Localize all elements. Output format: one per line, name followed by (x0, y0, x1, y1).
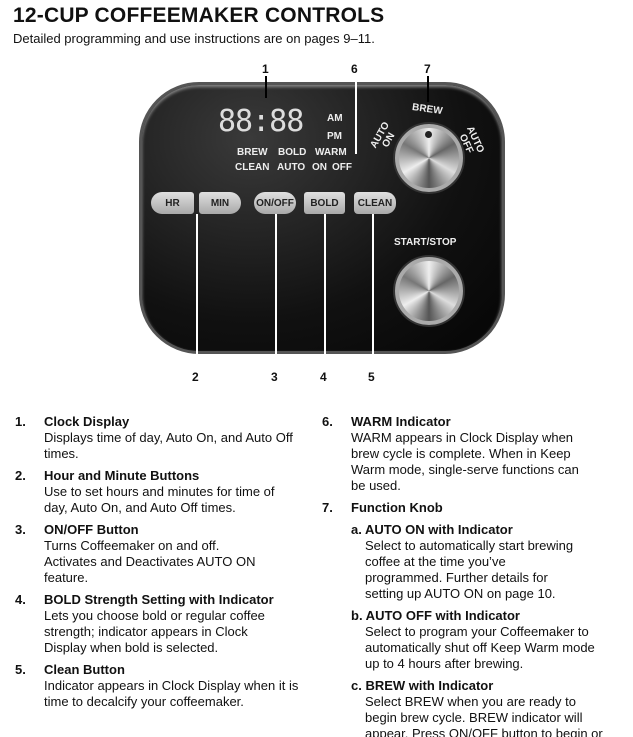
callout-3: 3 (271, 370, 278, 384)
item-number: 5. (15, 662, 26, 677)
item-number: 4. (15, 592, 26, 607)
callout-1: 1 (262, 62, 269, 76)
callout-line-3 (275, 214, 277, 364)
callout-7: 7 (424, 62, 431, 76)
callout-line-4 (324, 214, 326, 364)
item-title: WARM Indicator (351, 414, 451, 429)
subitem-title: b. AUTO OFF with Indicator (351, 608, 520, 623)
item-number: 7. (322, 500, 333, 515)
auto-indicator: AUTO (277, 162, 306, 173)
callout-line-7 (427, 76, 429, 102)
item-desc: Displays time of day, Auto On, and Auto … (44, 430, 293, 461)
hr-button[interactable]: HR (151, 192, 194, 214)
callout-6: 6 (351, 62, 358, 76)
callout-4: 4 (320, 370, 327, 384)
am-indicator: AM (327, 113, 343, 124)
subitem-title: c. BREW with Indicator (351, 678, 494, 693)
callout-2: 2 (192, 370, 199, 384)
item-title: Clock Display (44, 414, 130, 429)
callout-line-2 (196, 214, 198, 364)
subitem-desc: Select to program your Coffeemaker to au… (365, 624, 595, 671)
subitem-desc: Select to automatically start brewing co… (365, 538, 574, 601)
item-title: ON/OFF Button (44, 522, 139, 537)
item-desc: Indicator appears in Clock Display when … (44, 678, 299, 709)
function-knob[interactable] (395, 124, 463, 192)
callout-line-1 (265, 76, 267, 98)
page-subtitle: Detailed programming and use instruction… (13, 31, 375, 46)
item-desc: Use to set hours and minutes for time of… (44, 484, 275, 515)
knob-indicator-dot (425, 131, 432, 138)
clean-button[interactable]: CLEAN (354, 192, 396, 214)
subitem-title: a. AUTO ON with Indicator (351, 522, 513, 537)
item-desc: Lets you choose bold or regular coffee s… (44, 608, 265, 655)
item-title: Hour and Minute Buttons (44, 468, 200, 483)
list-item: 7. Function Knob (322, 500, 622, 516)
min-button[interactable]: MIN (199, 192, 241, 214)
clock-display: 88:88 (218, 104, 304, 139)
page-title: 12-CUP COFFEEMAKER CONTROLS (13, 4, 385, 27)
callout-line-6 (355, 76, 357, 154)
bold-indicator: BOLD (278, 147, 307, 158)
off-indicator: OFF (332, 162, 352, 173)
warm-indicator: WARM (315, 147, 347, 158)
bold-button[interactable]: BOLD (304, 192, 345, 214)
item-desc: Turns Coffeemaker on and off. Activates … (44, 538, 256, 585)
callout-line-5 (372, 214, 374, 364)
item-title: Function Knob (351, 500, 443, 515)
item-title: Clean Button (44, 662, 125, 677)
brew-indicator: BREW (237, 147, 268, 158)
callout-5: 5 (368, 370, 375, 384)
item-number: 6. (322, 414, 333, 429)
start-stop-knob[interactable] (395, 257, 463, 325)
pm-indicator: PM (327, 131, 342, 142)
item-desc: WARM appears in Clock Display when brew … (351, 430, 579, 493)
item-number: 3. (15, 522, 26, 537)
clean-indicator: CLEAN (235, 162, 270, 173)
item-number: 2. (15, 468, 26, 483)
item-number: 1. (15, 414, 26, 429)
item-title: BOLD Strength Setting with Indicator (44, 592, 274, 607)
on-off-button[interactable]: ON/OFF (254, 192, 296, 214)
subitem-desc: Select BREW when you are ready to begin … (365, 694, 603, 737)
start-stop-label: START/STOP (394, 237, 457, 248)
on-indicator: ON (312, 162, 327, 173)
